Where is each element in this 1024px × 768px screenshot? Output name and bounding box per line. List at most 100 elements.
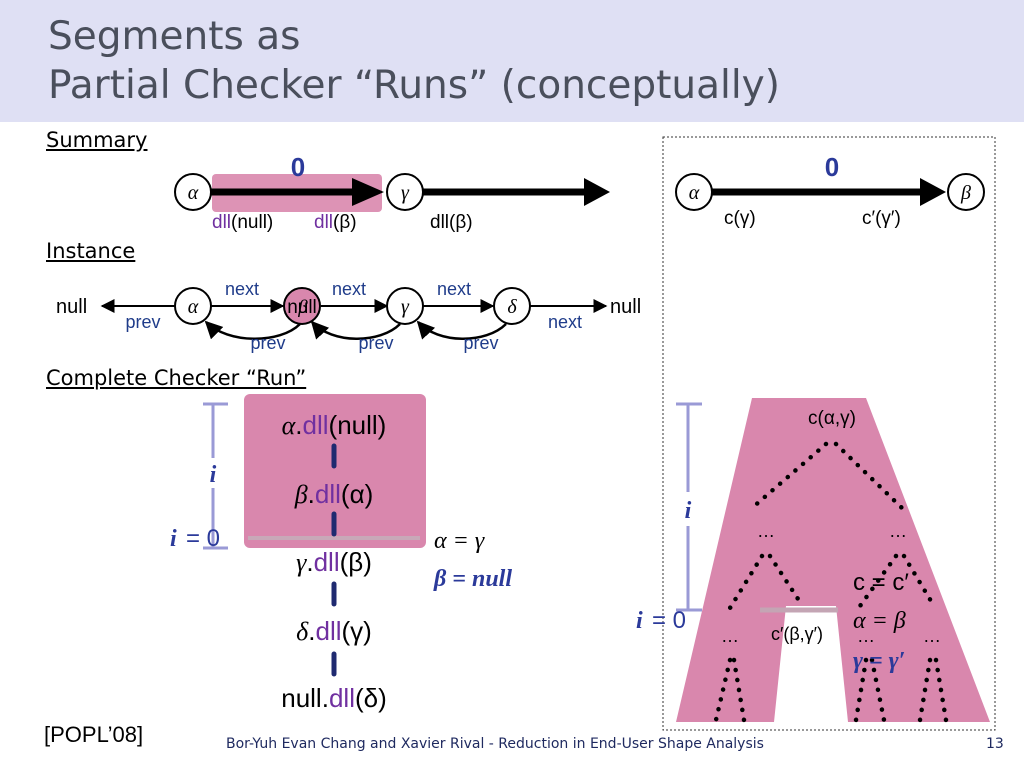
right-arrowhead (920, 178, 946, 206)
run-step-2-dll: dll (315, 479, 341, 509)
run-eq-beta-null: β = null (433, 566, 512, 592)
instance-node-alpha (174, 287, 212, 325)
run-step-4-arg: (γ) (342, 616, 372, 646)
run-step-5: null.dll(δ) (281, 683, 387, 713)
instance-label-next-1: next (225, 279, 259, 299)
right-eq-alpha-beta: α = β (853, 608, 906, 634)
tree-ellipsis-4: … (857, 626, 875, 646)
run-step-3: γ.dll(β) (296, 547, 372, 577)
right-i0-var: i (636, 608, 643, 634)
instance-null-right: null (610, 296, 641, 318)
right-panel: 0 α β c(γ) c′(γ′) c(α,γ) … … … … (636, 136, 996, 731)
run-bracket-gap (203, 458, 223, 488)
run-step-1-var: α (282, 411, 297, 440)
citation: [POPL’08] (44, 722, 144, 747)
right-i0-value: = 0 (652, 607, 686, 634)
instance-prev-gamma-beta (310, 320, 401, 340)
run-step-2-var: β (294, 480, 308, 509)
run-step-4-dot: . (308, 616, 315, 646)
instance-node-alpha-label: α (188, 296, 199, 318)
summary-seg-1-arg: (null) (231, 212, 273, 233)
instance-node-gamma (386, 287, 424, 325)
tree-ellipsis-3: … (721, 626, 739, 646)
instance-diagram (100, 299, 608, 340)
right-node-beta (947, 173, 985, 211)
heading-complete-run: Complete Checker “Run” (46, 366, 307, 390)
right-zero-label: 0 (825, 152, 839, 182)
slide-title: Segments as Partial Checker “Runs” (conc… (48, 12, 780, 110)
run-step-4-var: δ (296, 617, 309, 646)
run-step-2-dot: . (308, 479, 315, 509)
summary-node-alpha (174, 173, 212, 211)
heading-summary: Summary (46, 128, 148, 152)
run-step-2-arg: (α) (341, 479, 373, 509)
run-step-1-dot: . (295, 410, 302, 440)
run-step-1: α.dll(null) (282, 410, 387, 440)
right-bracket-gap (678, 492, 698, 526)
instance-prev-beta-alpha (204, 320, 301, 340)
summary-seg-2: dll(β) (314, 212, 357, 233)
summary-seg-1-dll: dll (212, 212, 231, 233)
instance-node-delta-label: δ (507, 296, 517, 318)
right-label-cp-gamma: c′(γ′) (862, 208, 901, 229)
summary-zero-label: 0 (291, 152, 305, 182)
tree-ellipsis-5: … (923, 626, 941, 646)
run-step-5-var: null (281, 683, 321, 713)
run-i0-value: = 0 (186, 525, 220, 552)
instance-label-next-4: next (548, 312, 582, 332)
summary-diagram: 0 α γ dll(null) dll(β) dll(β) (174, 152, 610, 233)
instance-overlap-text: null (287, 297, 317, 318)
tree-top-label: c(α,γ) (808, 408, 856, 429)
instance-labels: null null α null β γ δ next next next ne… (56, 279, 641, 353)
instance-null-left: null (56, 296, 87, 318)
instance-label-prev-4: prev (463, 333, 498, 353)
title-bar (0, 0, 1024, 122)
right-node-alpha (675, 173, 713, 211)
footer-text: Bor-Yuh Evan Chang and Xavier Rival - Re… (226, 736, 764, 752)
summary-seg-1: dll(null) (212, 212, 273, 233)
run-step-5-dot: . (322, 683, 329, 713)
instance-node-beta-label: β (297, 297, 308, 318)
right-node-beta-label: β (960, 182, 971, 204)
run-step-3-arg: (β) (340, 547, 372, 577)
title-line-1: Segments as (48, 14, 301, 59)
tree-mid-label: c′(β,γ′) (771, 624, 823, 644)
right-eq-gamma: γ = γ′ (853, 648, 905, 674)
page-number: 13 (986, 736, 1004, 752)
summary-arrowhead-1 (352, 178, 384, 206)
summary-node-alpha-label: α (188, 182, 199, 204)
right-label-c-gamma: c(γ) (724, 208, 756, 229)
heading-instance: Instance (46, 239, 136, 263)
instance-label-prev-1: prev (125, 312, 160, 332)
complete-run: i i = 0 α.dll(null) β.dll(α) γ.dll(β) δ.… (170, 394, 512, 713)
summary-seg-2-arg: (β) (333, 212, 357, 233)
run-i-label: i (210, 462, 217, 488)
instance-label-prev-2: prev (250, 333, 285, 353)
run-i0-var: i (170, 526, 177, 552)
run-step-5-dll: dll (329, 683, 355, 713)
instance-prev-delta-gamma (416, 320, 507, 340)
summary-arrowhead-2 (584, 178, 610, 206)
summary-node-gamma (386, 173, 424, 211)
tree-ellipsis-1: … (757, 521, 775, 541)
tree-dots (713, 441, 949, 723)
run-step-3-dot: . (306, 547, 313, 577)
run-step-4-dll: dll (315, 616, 341, 646)
run-eq-alpha-gamma: α = γ (434, 528, 485, 554)
run-step-2: β.dll(α) (294, 479, 374, 509)
summary-node-gamma-label: γ (401, 182, 410, 204)
summary-tail-label: dll(β) (430, 212, 473, 233)
tree-ellipsis-2: … (889, 521, 907, 541)
right-node-alpha-label: α (689, 182, 700, 204)
summary-seg-2-dll: dll (314, 212, 333, 233)
run-step-1-dll: dll (303, 410, 329, 440)
title-line-2: Partial Checker “Runs” (conceptually) (48, 63, 780, 108)
run-step-3-var: γ (296, 548, 307, 577)
instance-label-next-2: next (332, 279, 366, 299)
tree-shape (676, 398, 990, 722)
instance-label-next-3: next (437, 279, 471, 299)
instance-node-beta (283, 287, 321, 325)
right-i-label: i (685, 498, 692, 524)
instance-node-delta (493, 287, 531, 325)
